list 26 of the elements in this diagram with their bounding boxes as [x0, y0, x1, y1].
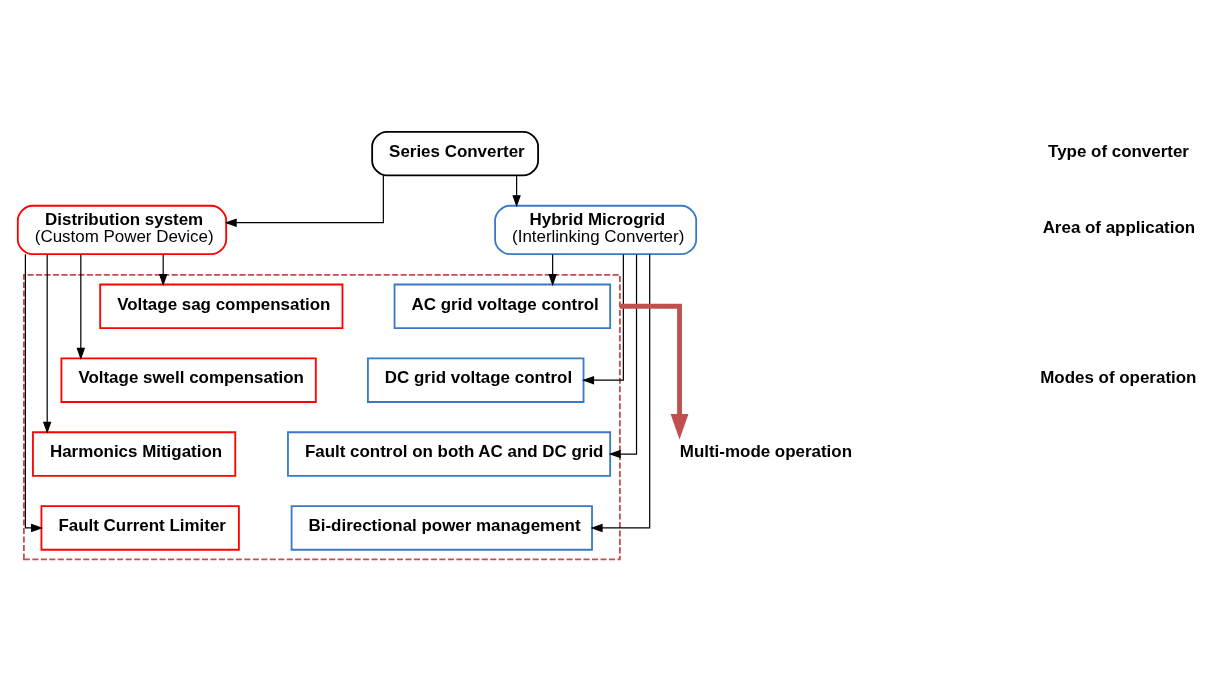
label: Modes of operation	[1040, 367, 1197, 387]
node-box: DC grid voltage control	[367, 356, 585, 403]
node-box: Series Converter	[371, 130, 539, 176]
node-box: Fault control on both AC and DC grid	[287, 430, 612, 477]
node-box: Voltage sag compensation	[99, 283, 344, 329]
arrow	[24, 253, 44, 532]
arrow	[42, 253, 52, 434]
label: Type of converter	[1048, 141, 1189, 161]
node-box: AC grid voltage control	[393, 283, 612, 329]
arrow	[224, 174, 384, 227]
arrow	[158, 253, 168, 286]
node-box: Voltage swell compensation	[60, 356, 317, 403]
arrow	[76, 253, 86, 360]
arrow	[512, 174, 521, 207]
arrow	[590, 253, 651, 532]
arrow	[581, 253, 624, 384]
node-text: Multi-mode operation	[679, 441, 853, 461]
arrow	[608, 253, 638, 458]
node-box: Hybrid Microgrid (Interlinking Converter)	[494, 204, 698, 255]
node-box: Fault Current Limiter	[40, 504, 240, 551]
node-box: Harmonics Mitigation	[32, 430, 237, 477]
node-box: Bi-directional power management	[290, 504, 593, 551]
arrow	[619, 303, 689, 440]
label: Area of application	[1042, 217, 1196, 237]
node-box: Distribution system (Custom Power Device)	[16, 204, 228, 255]
arrow	[548, 253, 557, 286]
